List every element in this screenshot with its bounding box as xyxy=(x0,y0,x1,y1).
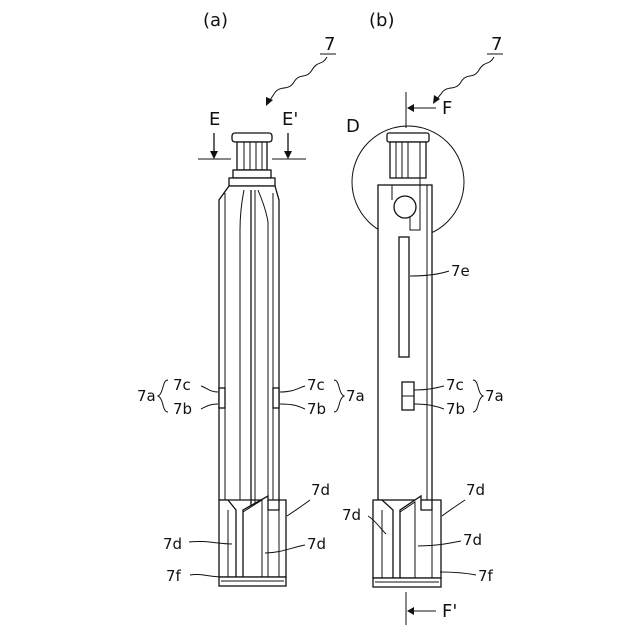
panel-b-ref-label: 7 xyxy=(491,34,502,55)
section-f-arrowhead xyxy=(407,104,414,112)
panel-b-7d-lower-right-label: 7d xyxy=(463,531,482,549)
panel-b-cap-top xyxy=(387,133,429,142)
panel-b-brace xyxy=(473,380,483,412)
panel-a-7c-right-label: 7c xyxy=(307,376,325,394)
panel-b-7f-label: 7f xyxy=(478,567,494,585)
panel-b-7d-left-label: 7d xyxy=(342,506,361,524)
section-f-prime-arrowhead xyxy=(407,607,414,615)
panel-a-notch-right xyxy=(273,388,279,408)
panel-a-collar-base xyxy=(229,178,275,186)
panel-a-7d-upper-right-label: 7d xyxy=(311,481,330,499)
section-e-prime-label: E' xyxy=(282,109,298,130)
panel-a-7c-right-leader xyxy=(280,386,305,392)
panel-a-7d-upper-right-leader xyxy=(287,500,310,516)
panel-a-7b-right-leader xyxy=(280,404,305,409)
panel-a-7d-lower-left-label: 7d xyxy=(163,535,182,553)
detail-d-label: D xyxy=(346,116,360,137)
panel-a-7f-label: 7f xyxy=(166,567,182,585)
panel-a-7a-left-label: 7a xyxy=(137,387,156,405)
panel-a-7c-left-label: 7c xyxy=(173,376,191,394)
section-f-prime-label: F' xyxy=(442,601,457,622)
panel-a-ref-leader xyxy=(268,57,327,103)
panel-a-cap-top xyxy=(232,133,272,142)
panel-a-ref-label: 7 xyxy=(324,34,335,55)
panel-a-right-brace xyxy=(334,380,344,412)
panel-a-ref-arrowhead xyxy=(266,97,273,106)
panel-a-bottom-housing xyxy=(219,496,286,577)
panel-b-7e-label: 7e xyxy=(451,262,470,280)
panel-b-7c-label: 7c xyxy=(446,376,464,394)
panel-b: (b) 7 F D xyxy=(342,10,504,625)
panel-a-7b-right-label: 7b xyxy=(307,400,326,418)
panel-a-left-brace xyxy=(158,380,168,412)
panel-a-7f-leader xyxy=(190,574,222,577)
panel-a-7d-lower-right-label: 7d xyxy=(307,535,326,553)
section-e-label: E xyxy=(209,109,220,130)
panel-b-7b-label: 7b xyxy=(446,400,465,418)
section-e-prime-arrowhead xyxy=(284,151,292,159)
panel-a-7b-left-label: 7b xyxy=(173,400,192,418)
panel-b-slot-7e xyxy=(399,237,409,357)
panel-a-collar xyxy=(233,170,271,178)
panel-b-caption: (b) xyxy=(369,10,394,31)
panel-b-7d-upper-right-label: 7d xyxy=(466,481,485,499)
panel-b-7a-label: 7a xyxy=(485,387,504,405)
panel-b-7d-upper-right-leader xyxy=(442,500,465,516)
section-e-arrowhead xyxy=(210,151,218,159)
panel-a-7b-left-leader xyxy=(201,404,218,409)
panel-a-shaft xyxy=(219,186,279,500)
panel-b-7f-leader xyxy=(440,572,476,575)
panel-a-notch-left xyxy=(219,388,225,408)
panel-b-ball xyxy=(394,196,416,218)
section-f-label: F xyxy=(442,98,452,119)
panel-b-ref-leader xyxy=(436,57,494,100)
panel-a: (a) 7 E E' xyxy=(137,10,365,586)
panel-a-7c-left-leader xyxy=(201,386,218,392)
panel-b-bottom-housing xyxy=(373,496,441,578)
panel-a-caption: (a) xyxy=(203,10,228,31)
panel-a-7a-right-label: 7a xyxy=(346,387,365,405)
